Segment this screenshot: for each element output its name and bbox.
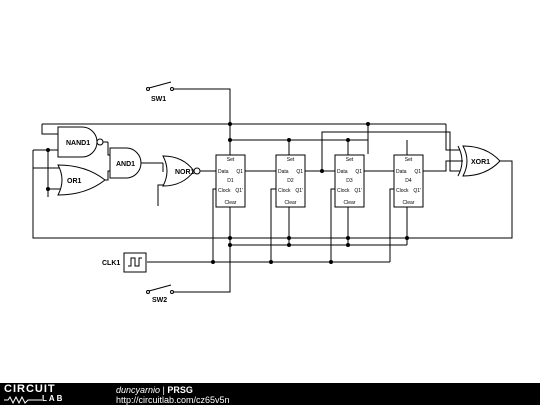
switch-sw1	[146, 81, 174, 91]
flipflop-qn-pin: Q1'	[413, 188, 421, 194]
flipflop-qn-pin: Q1'	[235, 188, 243, 194]
author-name[interactable]: duncyarnio	[116, 385, 161, 395]
circuit-byline: duncyarnio | PRSG	[116, 385, 193, 395]
sw1-wiring	[41, 88, 446, 135]
sw1-label: SW1	[151, 96, 166, 103]
logo-wordmark-bottom: LAB	[42, 394, 65, 403]
nand-gate	[57, 126, 108, 158]
flipflop-set-pin: Set	[287, 157, 295, 163]
nor-label: NOR1	[175, 169, 195, 176]
flipflop-name: D3	[346, 178, 353, 184]
gate-input-wiring	[32, 149, 513, 239]
set-bus	[229, 118, 460, 158]
clock-bus	[147, 188, 394, 263]
flipflop-qn-pin: Q1'	[295, 188, 303, 194]
and-gate	[109, 147, 142, 179]
flipflop-clock-pin: Clock	[396, 188, 409, 194]
flipflop-body	[215, 154, 246, 208]
flipflop-q-pin: Q1	[296, 169, 303, 175]
logo-wordmark-top: CIRCUIT	[4, 383, 56, 395]
or-gate	[57, 164, 106, 196]
sw2-label: SW2	[152, 297, 167, 304]
clear-bus	[229, 206, 408, 246]
flipflop-qn-pin: Q1'	[354, 188, 362, 194]
flipflop-q-pin: Q1	[236, 169, 243, 175]
flipflop-clear-pin: Clear	[225, 200, 237, 206]
circuit-title: PRSG	[167, 385, 193, 395]
flipflop-q-pin: Q1	[414, 169, 421, 175]
flipflop-body	[393, 154, 424, 208]
flipflop-clock-pin: Clock	[218, 188, 231, 194]
flipflop-name: D4	[405, 178, 412, 184]
nand-label: NAND1	[66, 140, 90, 147]
sw2-wiring	[172, 245, 231, 293]
clock-source	[123, 252, 147, 273]
logo-waveform-icon	[4, 396, 42, 404]
flipflop-set-pin: Set	[227, 157, 235, 163]
xor-label: XOR1	[471, 159, 490, 166]
xor-gate	[457, 145, 501, 177]
clock-label: CLK1	[102, 260, 120, 267]
gate-link-wiring	[105, 142, 216, 206]
switch-sw2	[146, 284, 174, 294]
flipflop-body	[334, 154, 365, 208]
circuitlab-logo[interactable]: CIRCUIT LAB	[4, 384, 104, 404]
or-label: OR1	[67, 178, 82, 185]
flipflop-name: D1	[227, 178, 234, 184]
flipflop-q-pin: Q1	[355, 169, 362, 175]
flipflop-data-pin: Data	[396, 169, 407, 175]
flipflop-data-pin: Data	[278, 169, 289, 175]
junction-dots	[46, 122, 409, 264]
flipflop-set-pin: Set	[405, 157, 413, 163]
flipflop-clock-pin: Clock	[337, 188, 350, 194]
byline-separator: |	[160, 385, 168, 395]
and-label: AND1	[116, 161, 135, 168]
circuit-url[interactable]: http://circuitlab.com/cz65v5n	[116, 395, 230, 405]
footer-bar: CIRCUIT LAB duncyarnio | PRSG http://cir…	[0, 383, 540, 405]
nor-gate	[162, 155, 201, 187]
flipflop-data-pin: Data	[218, 169, 229, 175]
flipflop-clear-pin: Clear	[403, 200, 415, 206]
flipflop-data-pin: Data	[337, 169, 348, 175]
circuit-schematic: SW1 SW2 NAND1 OR1 AND1 NOR1 XOR1 CLK1 Se…	[32, 81, 513, 304]
flipflop-clear-pin: Clear	[344, 200, 356, 206]
flipflop-body	[275, 154, 306, 208]
flipflop-clock-pin: Clock	[278, 188, 291, 194]
flipflop-clear-pin: Clear	[285, 200, 297, 206]
flipflop-set-pin: Set	[346, 157, 354, 163]
flipflop-name: D2	[287, 178, 294, 184]
